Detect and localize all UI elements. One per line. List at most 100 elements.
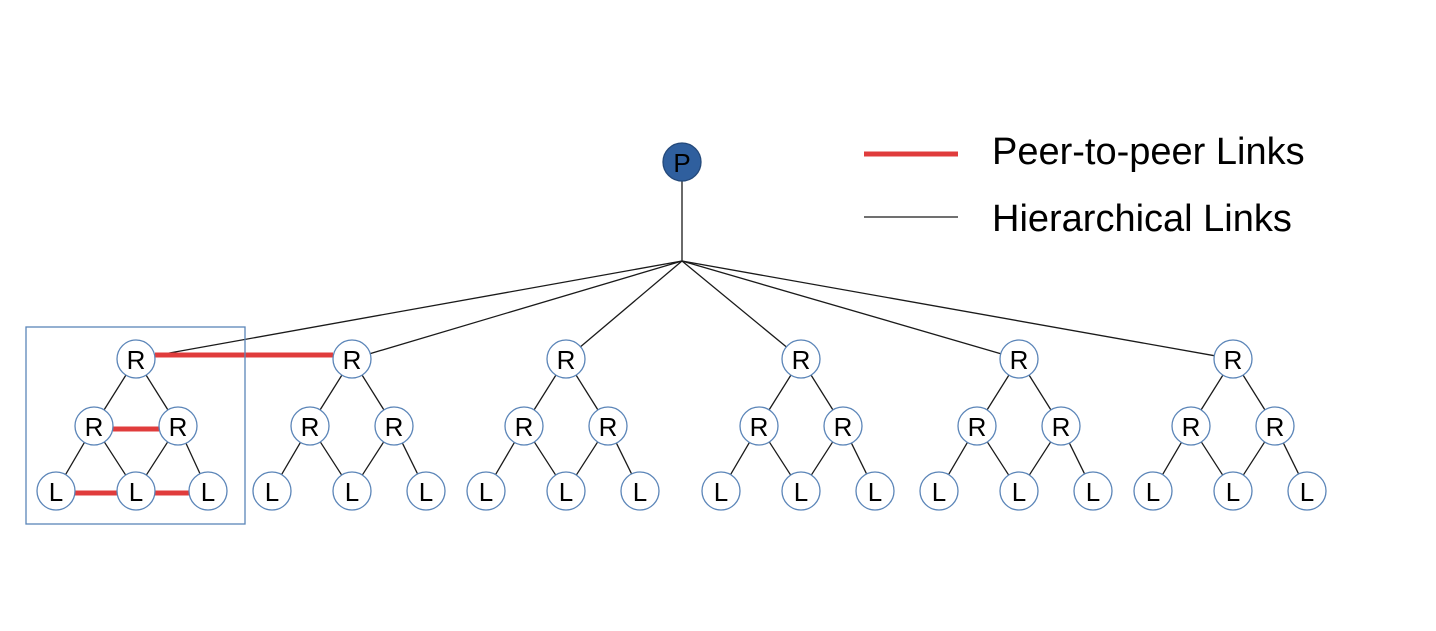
group-1-mid-leaf-link-2: [361, 441, 385, 476]
group-3-mid-node-1-circle: [823, 406, 863, 446]
group-2-mid-node-1-label: R: [599, 412, 618, 442]
group-3-mid-node-0-label: R: [750, 412, 769, 442]
group-5-mid-leaf-link-3: [1282, 442, 1300, 475]
group-5-mid-node-1-label: R: [1266, 412, 1285, 442]
group-2-leaf-node-0-circle: [466, 471, 506, 511]
group-1-leaf-node-1-label: L: [345, 477, 359, 507]
group-3-leaf-node-2-label: L: [868, 477, 882, 507]
group-4-root-node-label: R: [1010, 345, 1029, 375]
group-0-mid-node-1-circle: [158, 406, 198, 446]
group-5-mid-node-0: R: [1171, 406, 1211, 446]
hub-link-4: [681, 260, 1001, 355]
group-2-mid-leaf-link-0: [495, 442, 515, 475]
group-3-root-node-label: R: [792, 345, 811, 375]
group-3-leaf-node-0: L: [701, 471, 741, 511]
group-5-leaf-node-2-circle: [1287, 471, 1327, 511]
group-4-leaf-node-1: L: [999, 471, 1039, 511]
group-5-top-mid-link-1: [1242, 374, 1266, 411]
group-1-mid-node-0: R: [290, 406, 330, 446]
group-5-leaf-node-2: L: [1287, 471, 1327, 511]
group-0-mid-leaf-link-3: [185, 442, 201, 475]
group-4-leaf-node-2-label: L: [1086, 477, 1100, 507]
group-0-leaf-node-1-circle: [116, 471, 156, 511]
group-2-mid-node-0-label: R: [515, 412, 534, 442]
group-2-leaf-node-1-circle: [546, 471, 586, 511]
group-2-leaf-node-2: L: [620, 471, 660, 511]
hub-link-2: [580, 260, 683, 348]
group-5-mid-node-1: R: [1255, 406, 1295, 446]
group-3-leaf-node-2: L: [855, 471, 895, 511]
group-5-mid-leaf-link-0: [1162, 442, 1182, 475]
group-5-leaf-node-0-circle: [1133, 471, 1173, 511]
group-2-mid-node-0-circle: [504, 406, 544, 446]
group-3-root-node-circle: [781, 339, 821, 379]
group-0-top-mid-link-1: [145, 374, 169, 411]
group-2-root-node: R: [546, 339, 586, 379]
hub-link-0: [154, 260, 683, 357]
group-0-root-node: R: [116, 339, 156, 379]
group-5-root-node-circle: [1213, 339, 1253, 379]
group-0-leaf-node-0: L: [36, 471, 76, 511]
group-0-leaf-node-2: L: [188, 471, 228, 511]
group-0-mid-node-1-label: R: [169, 412, 188, 442]
group-4-root-node-circle: [999, 339, 1039, 379]
group-3-mid-node-0-circle: [739, 406, 779, 446]
group-1-root-node-label: R: [343, 345, 362, 375]
links-layer: [65, 181, 1300, 496]
group-3-mid-node-0: R: [739, 406, 779, 446]
group-2-mid-node-1: R: [588, 406, 628, 446]
group-4-top-mid-link-1: [1028, 374, 1052, 411]
group-1-leaf-node-0-label: L: [265, 477, 279, 507]
group-1-leaf-node-0-circle: [252, 471, 292, 511]
group-0-leaf-node-0-circle: [36, 471, 76, 511]
group-3-leaf-node-1-label: L: [794, 477, 808, 507]
group-1-leaf-node-2-circle: [406, 471, 446, 511]
hub-link-5: [681, 260, 1215, 357]
group-5-mid-node-1-circle: [1255, 406, 1295, 446]
group-5-mid-leaf-link-2: [1242, 441, 1266, 476]
group-2-leaf-node-2-label: L: [633, 477, 647, 507]
group-0-root-node-circle: [116, 339, 156, 379]
group-2-mid-leaf-link-2: [575, 441, 599, 476]
highlight-box: [25, 326, 246, 525]
group-3-mid-leaf-link-3: [850, 442, 868, 475]
group-1-mid-node-1-circle: [374, 406, 414, 446]
group-1-mid-node-0-circle: [290, 406, 330, 446]
group-1-leaf-node-1: L: [332, 471, 372, 511]
group-4-leaf-node-2-circle: [1073, 471, 1113, 511]
group-0-mid-node-0: R: [74, 406, 114, 446]
group-3-leaf-node-1: L: [781, 471, 821, 511]
root-node-label: P: [673, 148, 690, 178]
group-2-root-node-label: R: [557, 345, 576, 375]
group-4-root-node: R: [999, 339, 1039, 379]
group-0-root-node-label: R: [127, 345, 146, 375]
group-5-leaf-node-0: L: [1133, 471, 1173, 511]
group-1-mid-node-1: R: [374, 406, 414, 446]
group-2-mid-node-0: R: [504, 406, 544, 446]
group-5-top-mid-link-0: [1200, 374, 1224, 411]
group-5-mid-node-0-circle: [1171, 406, 1211, 446]
group-5-leaf-node-2-label: L: [1300, 477, 1314, 507]
group-0-leaf-node-0-label: L: [49, 477, 63, 507]
group-5-leaf-node-1: L: [1213, 471, 1253, 511]
group-0-mid-node-1: R: [158, 406, 198, 446]
group-4-mid-node-0-circle: [957, 406, 997, 446]
group-0-mid-node-0-label: R: [85, 412, 104, 442]
legend: Peer-to-peer Links Hierarchical Links: [864, 131, 1305, 240]
group-1-leaf-node-2-label: L: [419, 477, 433, 507]
group-3-mid-leaf-link-1: [768, 441, 792, 476]
group-4-mid-leaf-link-0: [948, 442, 968, 475]
group-1-leaf-node-2: L: [406, 471, 446, 511]
group-1-mid-node-0-label: R: [301, 412, 320, 442]
group-4-mid-node-1-label: R: [1052, 412, 1071, 442]
root-node: P: [662, 142, 702, 182]
group-3-mid-node-1: R: [823, 406, 863, 446]
group-0-mid-leaf-link-2: [145, 441, 169, 476]
group-0-leaf-node-2-circle: [188, 471, 228, 511]
group-5-leaf-node-0-label: L: [1146, 477, 1160, 507]
group-5-mid-leaf-link-1: [1200, 441, 1224, 476]
group-3-leaf-node-0-label: L: [714, 477, 728, 507]
group-4-mid-node-1: R: [1041, 406, 1081, 446]
group-4-mid-node-0: R: [957, 406, 997, 446]
